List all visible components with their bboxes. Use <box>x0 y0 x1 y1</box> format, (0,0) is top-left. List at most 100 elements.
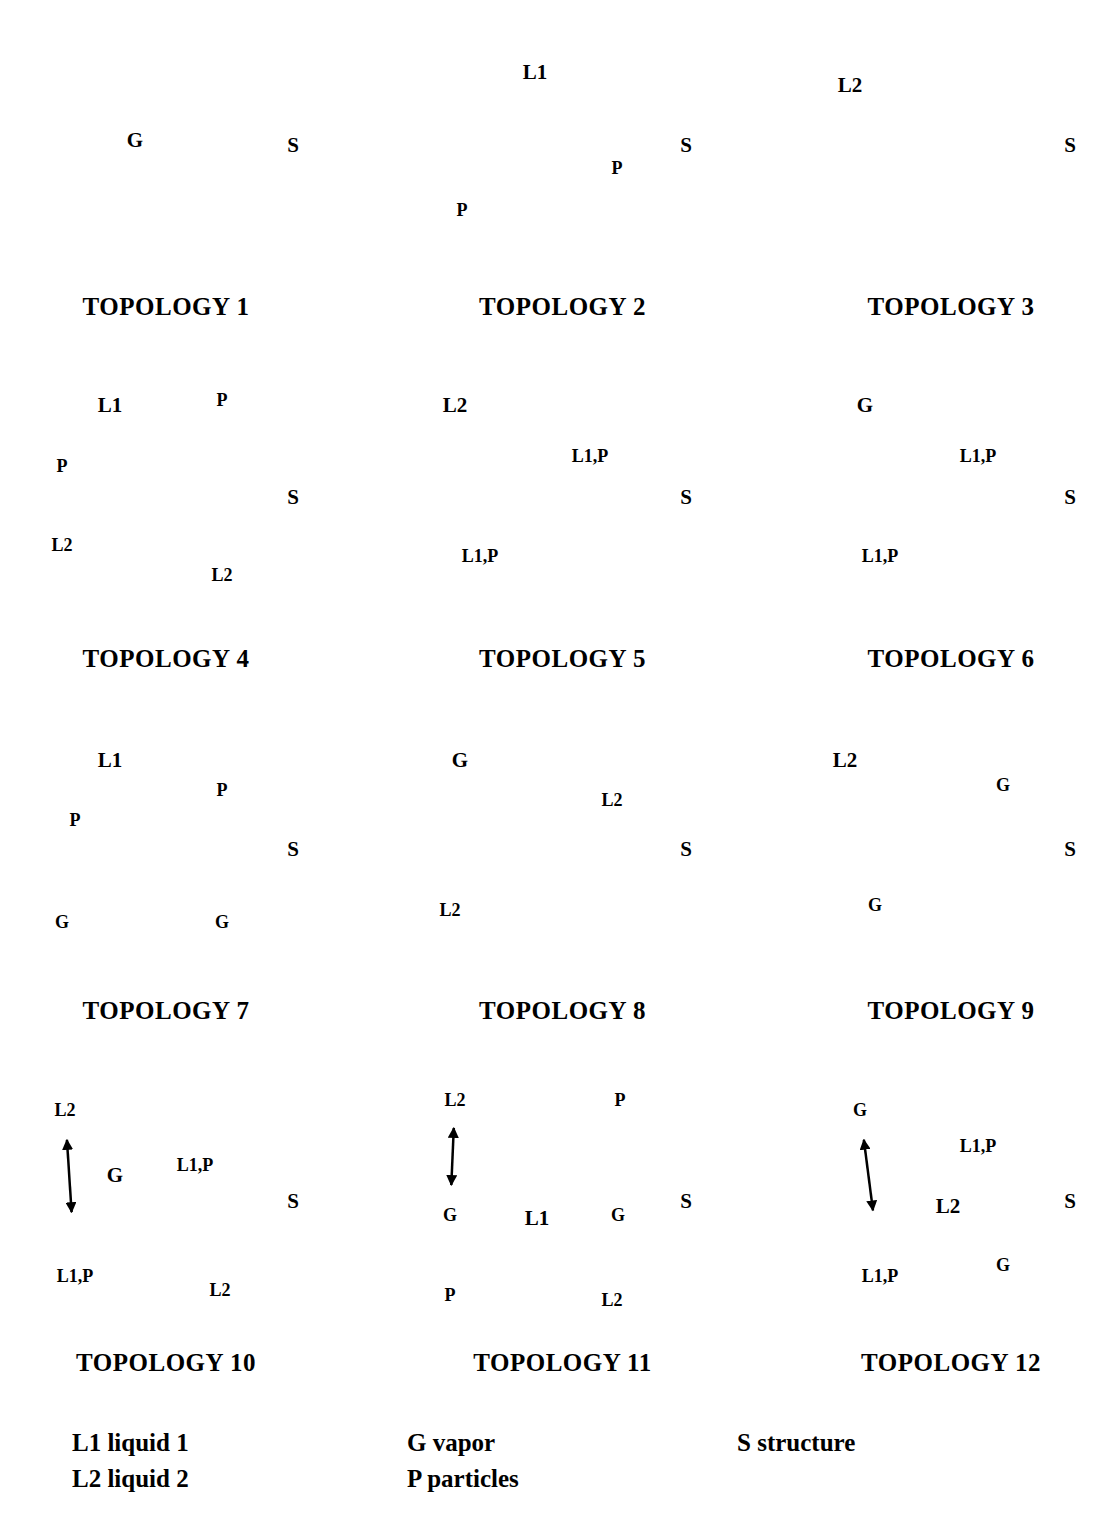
inclusion-circle: L1,P <box>828 1213 932 1317</box>
circle-outline <box>595 1075 646 1126</box>
caption-holder: TOPOLOGY 8 <box>405 998 720 1024</box>
legend-entry: P particles <box>405 1466 521 1492</box>
topology-caption: TOPOLOGY 7 <box>81 997 252 1024</box>
phase-label: L1 <box>523 1206 552 1230</box>
caption-holder: TOPOLOGY 10 <box>5 1350 327 1376</box>
circle-outline <box>34 894 91 951</box>
particle-core <box>959 1084 997 1122</box>
region-outline <box>7 716 326 983</box>
caption-holder: TOPOLOGY 5 <box>405 646 720 672</box>
region-outline <box>407 364 719 631</box>
structure-label: S <box>285 1190 301 1212</box>
structure-label: S <box>678 134 694 156</box>
particle-core <box>56 1214 94 1252</box>
circle-fill <box>430 495 530 595</box>
interaction-arrow <box>451 1128 453 1185</box>
region-outline <box>800 1068 1103 1335</box>
circle-outline <box>930 1087 1027 1184</box>
phase-label: L1,P <box>55 1267 96 1286</box>
topology-caption: TOPOLOGY 8 <box>477 997 648 1024</box>
phase-label: G <box>213 913 231 932</box>
circle-outline <box>197 550 248 601</box>
phase-label: P <box>455 201 470 220</box>
structure-outline <box>1038 12 1103 279</box>
structure-wall: S <box>1036 362 1104 632</box>
phase-label: P <box>610 159 625 178</box>
phase-label-holder: L2 <box>831 749 860 771</box>
phase-label: L2 <box>437 901 462 920</box>
inclusion-circle: P <box>593 1073 647 1127</box>
flow-region: GTOPOLOGY 10SL2L1,PL1,PL2 <box>5 1066 327 1336</box>
phase-label: L2 <box>599 1291 624 1310</box>
structure-wall: S <box>652 362 720 632</box>
phase-label-holder: G <box>125 129 145 151</box>
inclusion-circle: P <box>590 141 644 195</box>
phase-label-holder: L2 <box>836 74 865 96</box>
phase-label: L1,P <box>570 447 611 466</box>
legend-text: G vapor <box>405 1429 497 1456</box>
structure-outline <box>654 364 719 631</box>
inclusion-circle: G <box>845 875 905 935</box>
phase-label: G <box>105 1163 125 1187</box>
legend-entry: S structure <box>735 1430 857 1456</box>
inclusion-circle: L1,P <box>25 1215 125 1315</box>
topology-caption: TOPOLOGY 9 <box>866 997 1037 1024</box>
caption-holder: TOPOLOGY 9 <box>798 998 1104 1024</box>
particle-core <box>571 394 609 432</box>
circle-outline <box>847 877 904 934</box>
phase-label: L1 <box>96 393 125 417</box>
legend-entry: G vapor <box>405 1430 497 1456</box>
flow-region: L1TOPOLOGY 2SPP <box>405 10 720 280</box>
phase-label: L1,P <box>958 1137 999 1156</box>
structure-outline <box>654 12 719 279</box>
particle-core <box>860 1212 900 1252</box>
phase-label: P <box>215 781 230 800</box>
caption-holder: TOPOLOGY 11 <box>405 1350 720 1376</box>
region-fill <box>5 10 327 280</box>
phase-label: L1,P <box>175 1156 216 1175</box>
phase-label: P <box>613 1091 628 1110</box>
circle-outline <box>27 1217 124 1314</box>
phase-label: L1 <box>521 60 550 84</box>
circle-outline <box>978 760 1029 811</box>
structure-label: S <box>1062 1190 1078 1212</box>
region-outline <box>800 364 1103 631</box>
circle-outline <box>427 887 474 934</box>
structure-outline <box>261 12 326 279</box>
phase-label: P <box>68 811 83 830</box>
structure-label: S <box>678 1190 694 1212</box>
phase-label: G <box>851 1101 869 1120</box>
structure-wall: S <box>652 10 720 280</box>
flow-region: GTOPOLOGY 8SL2L2 <box>405 714 720 984</box>
flow-region: L1TOPOLOGY 11SL2PGGPL2 <box>405 1066 720 1336</box>
flow-region: GTOPOLOGY 6SL1,PL1,P <box>798 362 1104 632</box>
legend-entry: L2 liquid 2 <box>70 1466 191 1492</box>
structure-wall: S <box>259 1066 327 1336</box>
inclusion-circle: L2 <box>193 1263 247 1317</box>
structure-label: S <box>678 838 694 860</box>
structure-wall: S <box>259 362 327 632</box>
inclusion-circle: L2 <box>430 1075 480 1125</box>
phase-label-holder: G <box>105 1164 125 1186</box>
flow-region: L2TOPOLOGY 12SGL1,PL1,PG <box>798 1066 1104 1336</box>
phase-label: L2 <box>934 1194 963 1218</box>
inclusion-circle: L1,P <box>540 395 640 495</box>
region-outline <box>407 716 719 983</box>
region-outline <box>800 12 1103 279</box>
inclusion-circle: G <box>591 1188 645 1242</box>
circle-fill <box>928 1085 1028 1185</box>
inclusion-circle: L2 <box>35 518 89 572</box>
topology-caption: TOPOLOGY 3 <box>866 293 1037 320</box>
phase-label: P <box>55 457 70 476</box>
phase-label-holder: L1 <box>96 749 125 771</box>
circle-outline <box>930 397 1027 494</box>
structure-label: S <box>1062 486 1078 508</box>
particle-core <box>861 494 899 532</box>
phase-label: G <box>866 896 884 915</box>
phase-label-holder: G <box>855 394 875 416</box>
legend-text: S structure <box>735 1429 857 1456</box>
topology-caption: TOPOLOGY 10 <box>74 1349 258 1376</box>
interaction-arrow <box>864 1140 873 1211</box>
structure-wall: S <box>652 714 720 984</box>
circle-outline <box>587 775 638 826</box>
